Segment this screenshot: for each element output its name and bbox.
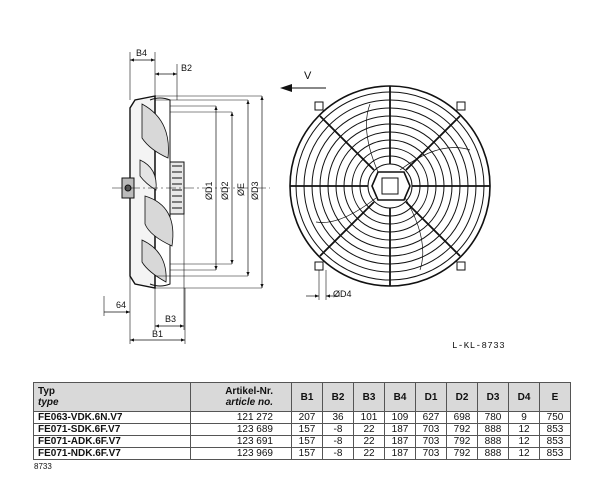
dim-b3-label: B3 bbox=[165, 314, 176, 324]
col-header-d1: D1 bbox=[415, 382, 447, 412]
view-arrow: V bbox=[280, 70, 326, 92]
dim-b1-label: B1 bbox=[152, 329, 163, 339]
dim-d1-label: ØD1 bbox=[204, 181, 214, 200]
col-header-d2: D2 bbox=[446, 382, 478, 412]
front-view-guard bbox=[289, 85, 491, 300]
dim-b2-label: B2 bbox=[181, 63, 192, 73]
col-header-d3: D3 bbox=[477, 382, 509, 412]
col-header-b2: B2 bbox=[322, 382, 354, 412]
drawing-reference-number: L-KL-8733 bbox=[452, 341, 506, 351]
col-header-type: Typ type bbox=[33, 382, 191, 412]
col-header-d4: D4 bbox=[508, 382, 540, 412]
view-v-label: V bbox=[304, 70, 312, 82]
table-row: FE071-ADK.6F.V7 123 691 157 -8 22 187 70… bbox=[33, 435, 571, 448]
col-header-article: Artikel-Nr. article no. bbox=[190, 382, 292, 412]
dim-d4-label: ØD4 bbox=[333, 289, 352, 299]
footer-code: 8733 bbox=[34, 462, 52, 471]
table-row: FE071-SDK.6F.V7 123 689 157 -8 22 187 70… bbox=[33, 423, 571, 436]
col-header-e: E bbox=[539, 382, 571, 412]
col-header-b1: B1 bbox=[291, 382, 323, 412]
fan-technical-drawing: B4 B2 B3 B1 64 ØD1 ØD2 ØE ØD3 V bbox=[103, 48, 491, 344]
dim-e-label: ØE bbox=[236, 183, 246, 196]
dim-b4-label: B4 bbox=[136, 48, 147, 58]
dimension-table: Typ type Artikel-Nr. article no. B1 B2 B… bbox=[33, 382, 571, 460]
side-view bbox=[103, 52, 270, 344]
dim-d2-label: ØD2 bbox=[220, 181, 230, 200]
col-header-b3: B3 bbox=[353, 382, 385, 412]
table-row: FE071-NDK.6F.V7 123 969 157 -8 22 187 70… bbox=[33, 447, 571, 460]
col-header-b4: B4 bbox=[384, 382, 416, 412]
table-row: FE063-VDK.6N.V7 121 272 207 36 101 109 6… bbox=[33, 411, 571, 424]
dim-64-label: 64 bbox=[116, 300, 126, 310]
dim-d3-label: ØD3 bbox=[250, 181, 260, 200]
